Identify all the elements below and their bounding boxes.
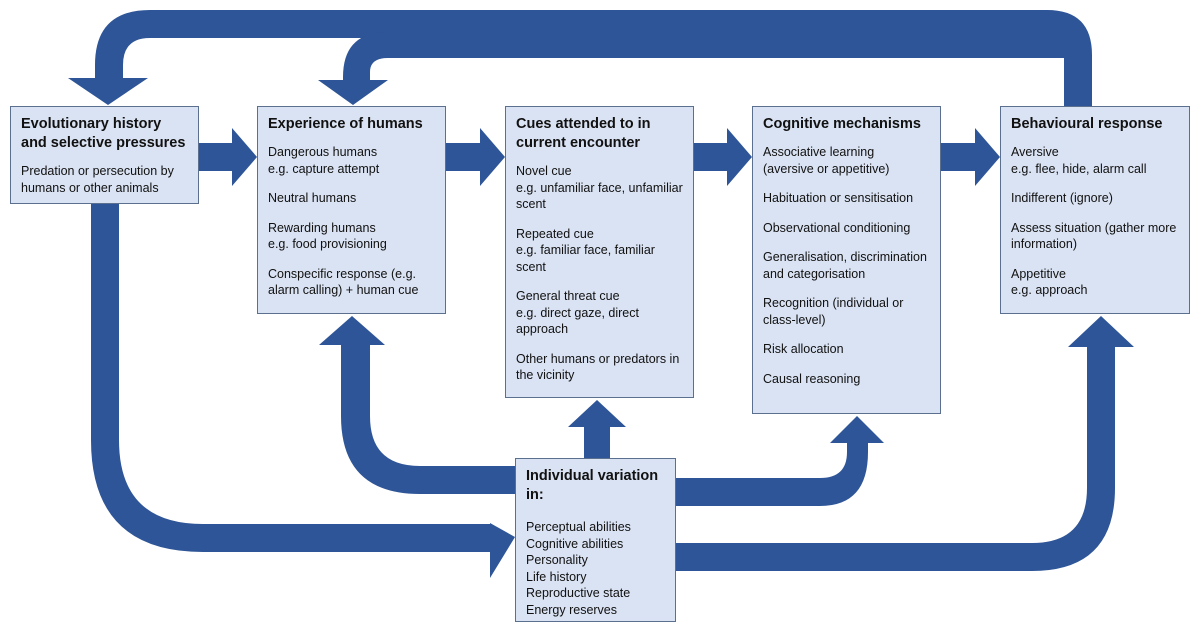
item-text: Recognition (individual or class-level) <box>763 296 904 327</box>
item-text: e.g. unfamiliar face, unfamiliar scent <box>516 180 683 212</box>
box-title: Experience of humans <box>268 116 423 132</box>
arrow-variation-to-behaviour <box>676 316 1134 571</box>
item-text: e.g. capture attempt <box>268 161 380 176</box>
box-item: Aversive e.g. flee, hide, alarm call <box>1011 144 1179 177</box>
box-cognitive-mechanisms: Cognitive mechanisms Associative learnin… <box>752 106 941 414</box>
item-text: Habituation or sensitisation <box>763 191 914 205</box>
item-text: (aversive or appetitive) <box>763 161 890 176</box>
arrow-evolution-to-experience <box>199 128 257 186</box>
box-cues-attended: Cues attended to in current encounter No… <box>505 106 694 398</box>
item-text: Neutral humans <box>268 191 357 205</box>
item-text: Assess situation (gather more informatio… <box>1011 220 1177 252</box>
box-item: Assess situation (gather more informatio… <box>1011 220 1179 253</box>
item-text: Risk allocation <box>763 342 844 356</box>
item-text: Rewarding humans <box>268 220 376 235</box>
item-text: e.g. approach <box>1011 283 1088 297</box>
item-text: Other humans or predators in the vicinit… <box>516 351 680 383</box>
box-individual-variation: Individual variation in: Perceptual abil… <box>515 458 676 622</box>
item-text: Aversive <box>1011 145 1059 159</box>
item-text: Causal reasoning <box>763 371 861 386</box>
box-title: Evolutionary history and selective press… <box>21 116 186 151</box>
item-text: Appetitive <box>1011 266 1066 281</box>
box-item: Rewarding humans e.g. food provisioning <box>268 220 435 253</box>
box-item: Conspecific response (e.g. alarm calling… <box>268 266 435 299</box>
item-text: e.g. food provisioning <box>268 237 387 251</box>
item-text: Generalisation, discrimination and categ… <box>763 250 927 281</box>
item-text: Reproductive state <box>526 586 631 600</box>
item-text: Predation or persecution by humans or ot… <box>21 164 174 195</box>
box-item: Repeated cue e.g. familiar face, familia… <box>516 226 683 276</box>
arrow-evolution-to-variation <box>91 204 515 578</box>
box-item: Energy reserves <box>526 602 665 619</box>
arrow-experience-to-cues <box>446 128 505 186</box>
box-item: Habituation or sensitisation <box>763 190 930 207</box>
box-item: Predation or persecution by humans or ot… <box>21 163 188 196</box>
box-title: Cognitive mechanisms <box>763 116 921 132</box>
box-item: Personality <box>526 552 665 569</box>
box-title: Individual variation in: <box>526 468 659 503</box>
box-item: Dangerous humans e.g. capture attempt <box>268 144 435 177</box>
arrow-feedback-outer <box>68 10 1092 107</box>
box-item: Risk allocation <box>763 341 930 358</box>
item-text: Energy reserves <box>526 602 618 617</box>
item-text: Dangerous humans <box>268 145 378 159</box>
box-title: Cues attended to in current encounter <box>516 116 651 151</box>
box-item: Reproductive state <box>526 585 665 602</box>
item-text: e.g. direct gaze, direct approach <box>516 305 639 337</box>
box-item: Associative learning (aversive or appeti… <box>763 144 930 177</box>
item-text: Personality <box>526 553 588 567</box>
box-item: General threat cue e.g. direct gaze, dir… <box>516 288 683 338</box>
item-text: Cognitive abilities <box>526 536 624 551</box>
box-item: Generalisation, discrimination and categ… <box>763 249 930 282</box>
item-text: Observational conditioning <box>763 220 911 235</box>
box-item: Observational conditioning <box>763 220 930 237</box>
box-item: Perceptual abilities <box>526 519 665 536</box>
arrow-variation-to-cues <box>568 400 626 458</box>
box-item: Neutral humans <box>268 190 435 207</box>
box-title: Behavioural response <box>1011 116 1163 132</box>
item-text: Perceptual abilities <box>526 520 631 534</box>
item-text: General threat cue <box>516 289 620 303</box>
box-item: Novel cue e.g. unfamiliar face, unfamili… <box>516 163 683 213</box>
box-item: Appetitive e.g. approach <box>1011 266 1179 299</box>
box-item: Recognition (individual or class-level) <box>763 295 930 328</box>
box-item: Causal reasoning <box>763 371 930 388</box>
box-item: Life history <box>526 569 665 586</box>
item-text: Life history <box>526 569 587 584</box>
arrow-cognitive-to-behaviour <box>941 128 1000 186</box>
item-text: e.g. flee, hide, alarm call <box>1011 161 1147 176</box>
box-evolutionary-history: Evolutionary history and selective press… <box>10 106 199 204</box>
item-text: Novel cue <box>516 164 572 178</box>
box-behavioural-response: Behavioural response Aversive e.g. flee,… <box>1000 106 1190 314</box>
box-experience-of-humans: Experience of humans Dangerous humans e.… <box>257 106 446 314</box>
arrow-variation-to-cognitive <box>676 416 884 506</box>
item-text: Associative learning <box>763 145 875 159</box>
arrow-feedback-inner <box>318 32 1064 105</box>
arrow-variation-to-experience <box>319 316 515 494</box>
item-text: e.g. familiar face, familiar scent <box>516 243 655 274</box>
arrow-cues-to-cognitive <box>694 128 752 186</box>
item-text: Conspecific response (e.g. alarm calling… <box>268 266 419 298</box>
item-text: Repeated cue <box>516 226 594 241</box>
item-text: Indifferent (ignore) <box>1011 191 1113 205</box>
box-item: Indifferent (ignore) <box>1011 190 1179 207</box>
box-item: Cognitive abilities <box>526 536 665 553</box>
box-item: Other humans or predators in the vicinit… <box>516 351 683 384</box>
